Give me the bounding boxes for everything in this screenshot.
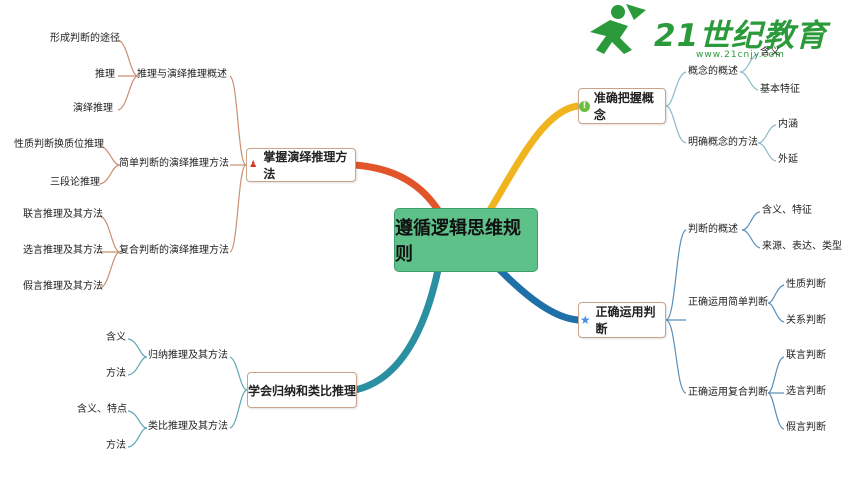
node-compound-judgment-methods[interactable]: 复合判断的演绎推理方法 xyxy=(119,245,229,256)
info-icon: ! xyxy=(579,100,590,112)
leaf[interactable]: 联言判断 xyxy=(786,350,826,361)
branch-label: 正确运用判断 xyxy=(595,305,656,336)
leaf[interactable]: 选言推理及其方法 xyxy=(23,245,103,256)
leaf[interactable]: 演绎推理 xyxy=(73,103,113,114)
leaf[interactable]: 假言判断 xyxy=(786,422,826,433)
logo-text: 21世纪教育 xyxy=(654,18,828,54)
leaf[interactable]: 形成判断的途径 xyxy=(50,33,120,44)
person-icon: ♟ xyxy=(249,159,258,170)
leaf[interactable]: 内涵 xyxy=(778,119,798,130)
leaf[interactable]: 含义 xyxy=(106,332,126,343)
node-overview[interactable]: 推理与演绎推理概述 xyxy=(137,69,227,80)
leaf[interactable]: 含义 xyxy=(760,47,780,58)
connector-top-right xyxy=(486,102,582,214)
branch-label: 掌握演绎推理方法 xyxy=(263,150,348,181)
branch-grasp-concepts[interactable]: ! 准确把握概念 xyxy=(578,88,666,124)
node-judgment-overview[interactable]: 判断的概述 xyxy=(688,224,738,235)
leaf[interactable]: 选言判断 xyxy=(786,386,826,397)
branch-label: 准确把握概念 xyxy=(593,91,654,122)
leaf[interactable]: 关系判断 xyxy=(786,315,826,326)
node-concept-overview[interactable]: 概念的概述 xyxy=(688,66,738,77)
logo-runner-icon xyxy=(590,4,646,54)
star-icon: ★ xyxy=(579,312,591,327)
logo-url: www.21cnjy.com xyxy=(696,50,785,60)
branch-use-judgments[interactable]: ★ 正确运用判断 xyxy=(578,302,666,338)
branch-deductive-reasoning[interactable]: ♟ 掌握演绎推理方法 xyxy=(246,148,356,182)
connector-top-left xyxy=(351,161,442,214)
leaf[interactable]: 含义、特征 xyxy=(762,205,812,216)
branch-label: 学会归纳和类比推理 xyxy=(248,383,357,398)
leaf[interactable]: 性质判断换质位推理 xyxy=(14,139,104,150)
leaf[interactable]: 联言推理及其方法 xyxy=(23,209,103,220)
connector-bottom-left xyxy=(351,266,442,394)
leaf[interactable]: 性质判断 xyxy=(786,279,826,290)
leaf[interactable]: 含义、特点 xyxy=(77,404,127,415)
connector-bottom-right xyxy=(496,266,582,324)
node-simple-judgments[interactable]: 正确运用简单判断 xyxy=(688,297,768,308)
node-induction[interactable]: 归纳推理及其方法 xyxy=(148,350,228,361)
branch-inductive-analogical[interactable]: 学会归纳和类比推理 xyxy=(247,372,357,408)
leaf[interactable]: 基本特征 xyxy=(760,84,800,95)
node-analogy[interactable]: 类比推理及其方法 xyxy=(148,421,228,432)
leaf[interactable]: 方法 xyxy=(106,368,126,379)
leaf[interactable]: 三段论推理 xyxy=(50,177,100,188)
leaf[interactable]: 外延 xyxy=(778,154,798,165)
leaf[interactable]: 来源、表达、类型 xyxy=(762,241,842,252)
node-simple-judgment-methods[interactable]: 简单判断的演绎推理方法 xyxy=(119,158,229,169)
leaf[interactable]: 假言推理及其方法 xyxy=(23,281,103,292)
leaf[interactable]: 推理 xyxy=(95,69,115,80)
center-topic[interactable]: 遵循逻辑思维规则 xyxy=(394,208,538,272)
leaf[interactable]: 方法 xyxy=(106,440,126,451)
node-compound-judgments[interactable]: 正确运用复合判断 xyxy=(688,387,768,398)
node-clarify-concepts[interactable]: 明确概念的方法 xyxy=(688,137,758,148)
